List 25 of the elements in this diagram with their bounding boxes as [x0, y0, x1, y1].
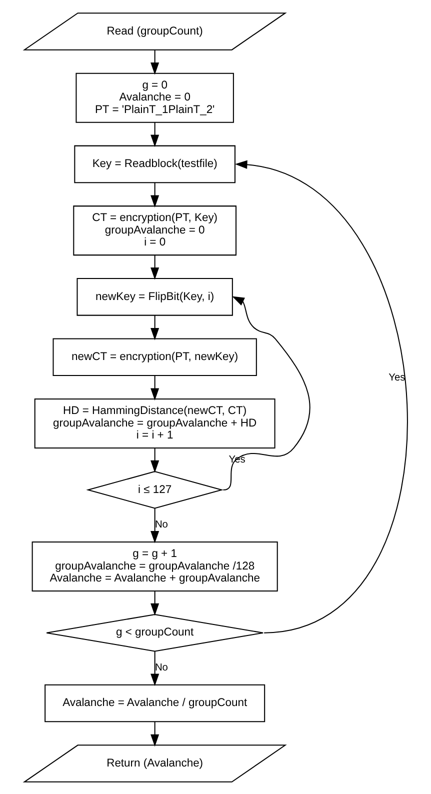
arrow: [150, 508, 159, 543]
node-box: CT = encryption(PT, Key) groupAvalanche = 0 i = 0: [72, 205, 236, 256]
node-box: newCT = encryption(PT, newKey): [52, 338, 256, 376]
node-box: Key = Readblock(testfile): [74, 144, 235, 183]
arrow: [150, 122, 159, 146]
edge-label: No: [154, 662, 168, 674]
arrow: [150, 590, 159, 616]
arrow: [150, 254, 159, 280]
arrow: [234, 160, 407, 633]
arrow: [150, 375, 159, 400]
arrow: [150, 50, 159, 74]
node-diamond: i ≤ 127: [86, 470, 224, 508]
arrow: [150, 182, 159, 207]
node-box: Avalanche = Avalanche / groupCount: [44, 684, 265, 722]
node-box: g = g + 1 groupAvalanche = groupAvalanche /128 Avalanche = Avalanche + groupAvalanche: [31, 540, 278, 591]
arrow: [150, 650, 159, 686]
edge-label: No: [154, 519, 168, 530]
node-box: g = 0 Avalanche = 0 PT = 'PlainT_1PlainT_2': [75, 72, 234, 122]
arrow: [150, 721, 159, 746]
node-box: newKey = FlipBit(Key, i): [76, 278, 232, 316]
arrow: [150, 314, 159, 340]
node-diamond: g < groupCount: [46, 613, 264, 652]
node-box: HD = HammingDistance(newCT, CT) groupAvalanche = groupAvalanche + HD i = i + 1: [34, 398, 275, 448]
arrow: [222, 296, 310, 490]
arrow: [150, 448, 159, 472]
